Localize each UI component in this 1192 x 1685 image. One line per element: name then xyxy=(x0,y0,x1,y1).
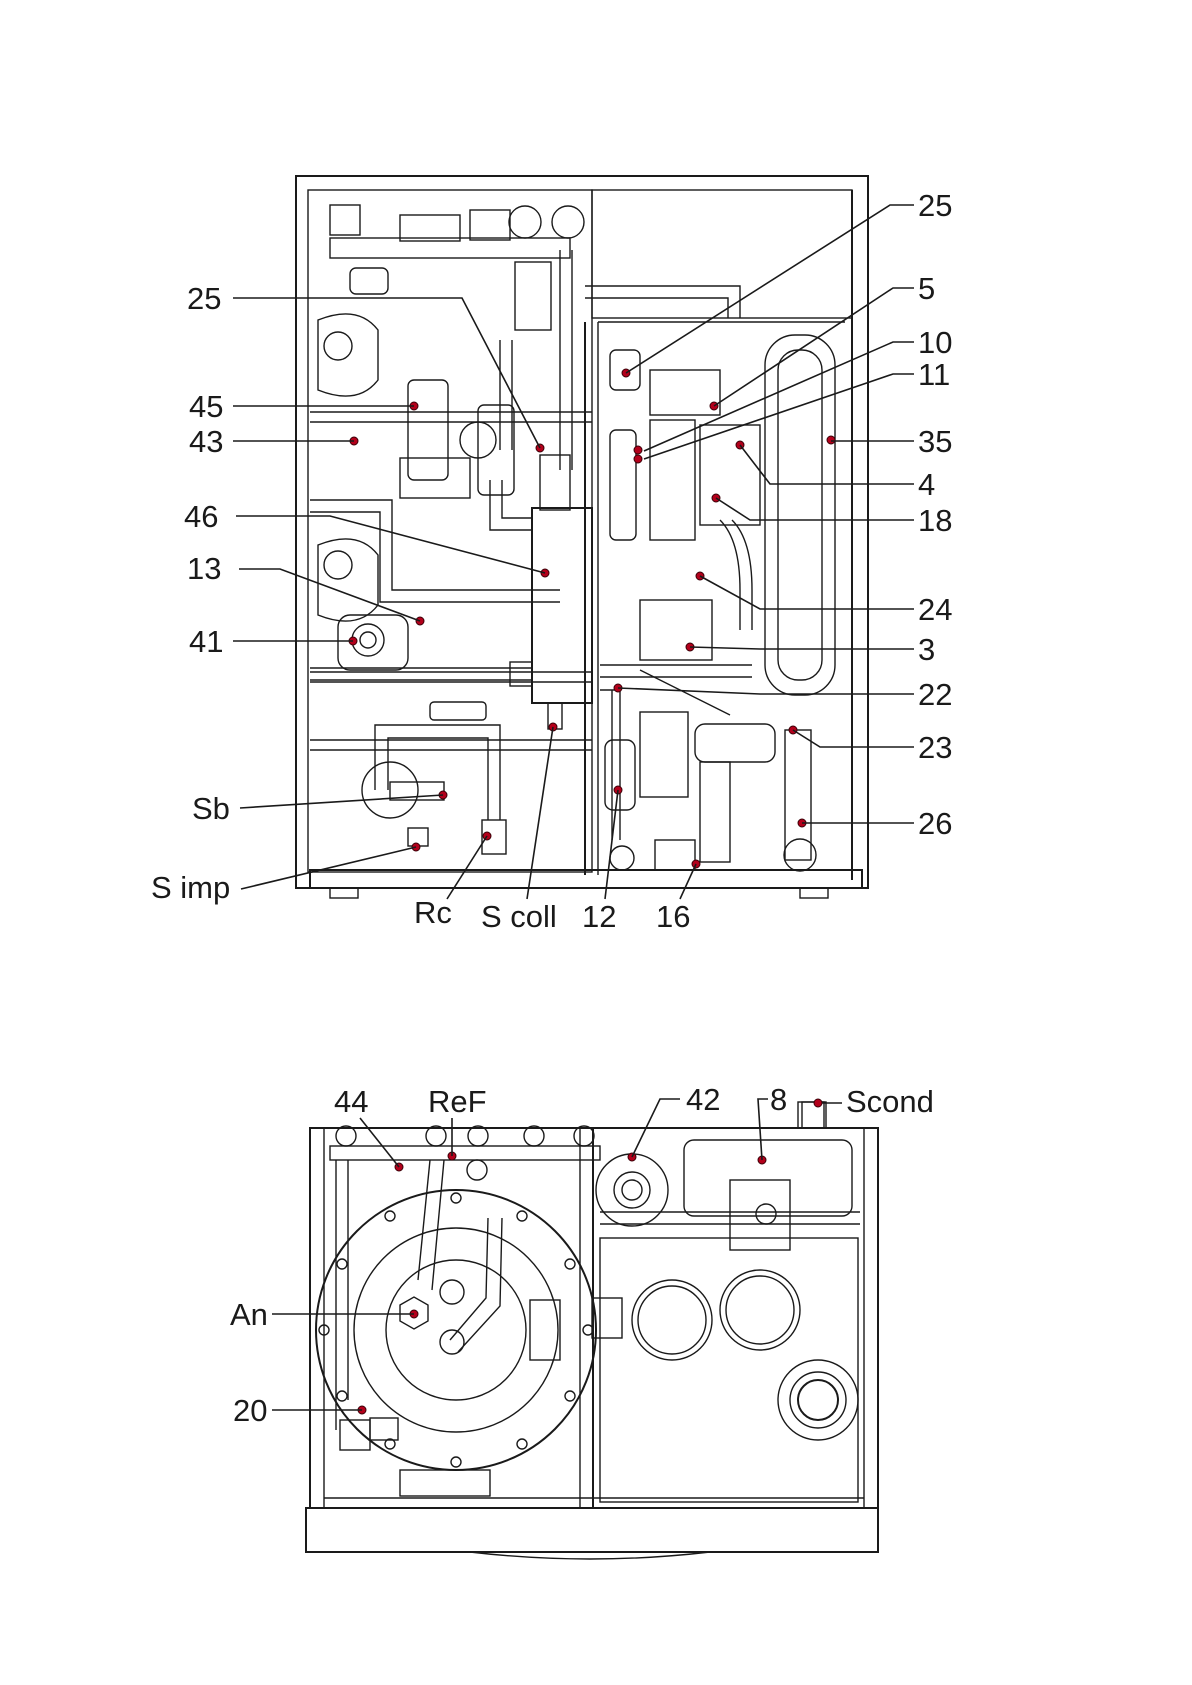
label-an: An xyxy=(230,1297,268,1332)
label-20: 20 xyxy=(233,1393,267,1428)
label-ref: ReF xyxy=(428,1084,487,1119)
label-5: 5 xyxy=(918,271,935,306)
label-3: 3 xyxy=(918,632,935,667)
label-sb: Sb xyxy=(192,791,230,826)
label-25-left: 25 xyxy=(187,281,221,316)
label-rc: Rc xyxy=(414,895,452,930)
label-26: 26 xyxy=(918,806,952,841)
label-24: 24 xyxy=(918,592,952,627)
label-scond: Scond xyxy=(846,1084,934,1119)
top-view: 44 ReF 42 8 Scond An 20 xyxy=(230,1082,934,1559)
label-8: 8 xyxy=(770,1082,787,1117)
label-10: 10 xyxy=(918,325,952,360)
label-23: 23 xyxy=(918,730,952,765)
front-view: 25 5 10 11 35 4 18 24 3 22 23 26 16 12 S… xyxy=(151,176,952,934)
label-16: 16 xyxy=(656,899,690,934)
label-44: 44 xyxy=(334,1084,368,1119)
label-18: 18 xyxy=(918,503,952,538)
label-45: 45 xyxy=(189,389,223,424)
label-43: 43 xyxy=(189,424,223,459)
label-s-coll: S coll xyxy=(481,899,557,934)
label-41: 41 xyxy=(189,624,223,659)
label-4: 4 xyxy=(918,467,935,502)
label-22: 22 xyxy=(918,677,952,712)
label-12: 12 xyxy=(582,899,616,934)
label-13: 13 xyxy=(187,551,221,586)
label-46: 46 xyxy=(184,499,218,534)
label-25-right: 25 xyxy=(918,188,952,223)
label-35: 35 xyxy=(918,424,952,459)
label-11: 11 xyxy=(918,357,950,392)
label-42: 42 xyxy=(686,1082,720,1117)
label-s-imp: S imp xyxy=(151,870,230,905)
